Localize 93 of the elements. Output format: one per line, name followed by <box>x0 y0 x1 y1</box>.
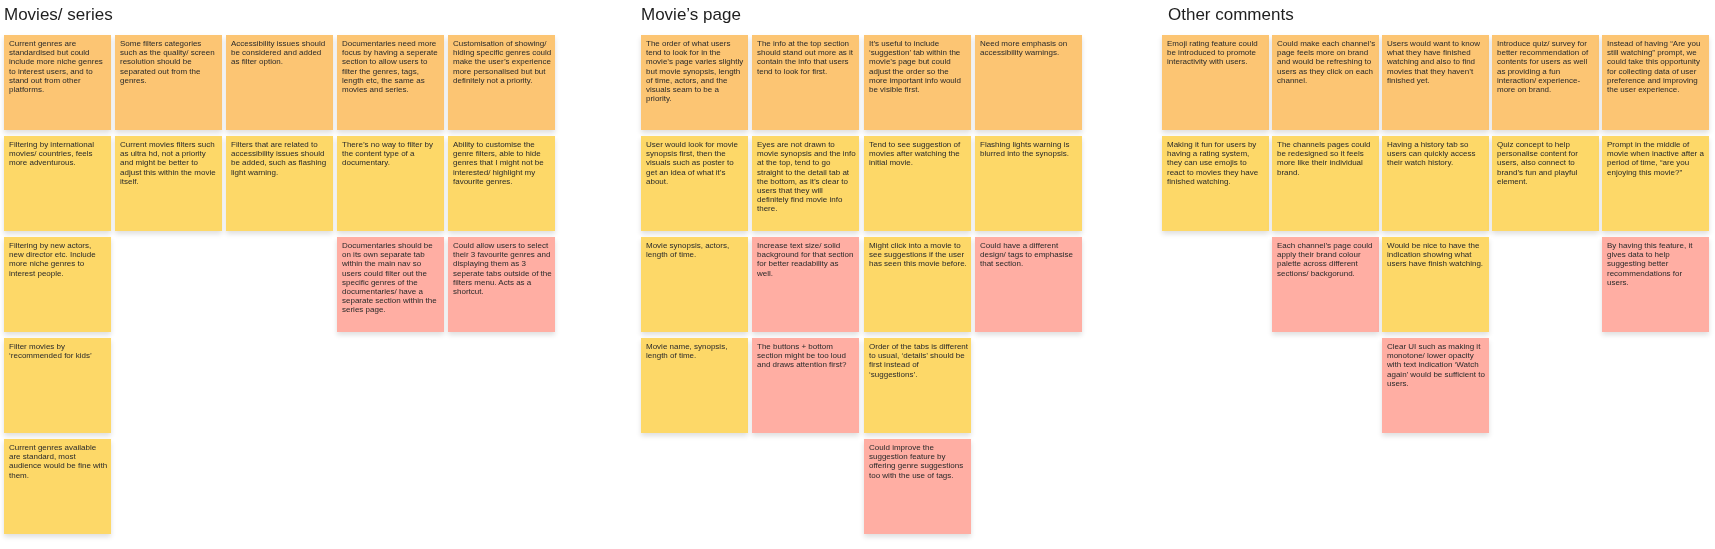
sticky-note <box>1272 35 1379 130</box>
sticky-note <box>1272 237 1379 332</box>
note-text: Documentaries need more focus by having a seperate section to allow users to filter the genres, tags, length etc, the same as movies and series. <box>342 39 439 95</box>
note-text: Quiz concept to help personalise content for users, also connect to brand’s fun and playful element. <box>1497 140 1579 186</box>
note-text: The buttons + bottom section might be too loud and draws attention first? <box>757 342 848 370</box>
note-text: Documentaries should be on its own separate tab within the main nav so users could filter out the specific genres of the documentaries/ have a separate section within the series page. <box>342 241 438 315</box>
sticky-note <box>1382 35 1489 130</box>
section-heading: Other comments <box>1168 5 1294 25</box>
sticky-note <box>4 237 111 332</box>
sticky-note <box>641 338 748 433</box>
note-text: Instead of having “Are you still watching” prompt, we could take this opportunity for collecting data of user preference and improving the user experience. <box>1607 39 1702 95</box>
note-text: Need more emphasis on accessibility warnings. <box>980 39 1069 58</box>
sticky-note <box>448 136 555 231</box>
section-heading: Movies/ series <box>4 5 113 25</box>
sticky-note <box>4 35 111 130</box>
note-text: Customisation of showing/ hiding specific genres could make the user’s experience more personalised but but definitely not a priority. <box>453 39 552 85</box>
note-text: The channels pages could be redesigned so it feels more like their individual brand. <box>1277 140 1372 177</box>
sticky-note <box>1162 35 1269 130</box>
note-text: The order of what users tend to look for in the movie’s page varies slightly but movie synopsis, length of time, actors, and the visuals seam to be a priority. <box>646 39 745 104</box>
note-text: Introduce quiz/ survey for better recommendation of contents for users as well as providing a fun interaction/ experience- more on brand. <box>1497 39 1590 95</box>
note-text: Current genres available are standard, most audience would be fine with them. <box>9 443 108 480</box>
sticky-note <box>448 35 555 130</box>
note-text: There’s no way to filter by the content type of a documentary. <box>342 140 434 168</box>
sticky-note <box>641 136 748 231</box>
sticky-note <box>1602 136 1709 231</box>
note-text: Eyes are not drawn to movie synopsis and the info at the top, tend to go straight to the detail tab at the bottom, as it’s clear to users that they will definitely find movie info there. <box>757 140 856 214</box>
sticky-note <box>1382 338 1489 433</box>
sticky-note <box>864 439 971 534</box>
note-text: Emoji rating feature could be introduced to promote interactivity with users. <box>1167 39 1259 67</box>
sticky-note <box>864 338 971 433</box>
note-text: Ability to customise the genre filters, able to hide genres that I might not be interested/ highlight my favourite genres. <box>453 140 545 186</box>
sticky-note <box>752 237 859 332</box>
sticky-note <box>4 136 111 231</box>
note-text: Order of the tabs is different to usual, ‘details’ should be first instead of ‘suggestions’. <box>869 342 968 379</box>
note-text: Current genres are standardised but could include more niche genres to interest users, and to stand out from other platforms. <box>9 39 104 95</box>
note-text: Would be nice to have the indication showing what users have finish watching. <box>1387 241 1485 269</box>
sticky-note <box>975 237 1082 332</box>
sticky-note <box>4 439 111 534</box>
sticky-note <box>752 35 859 130</box>
note-text: Could have a different design/ tags to emphasise that section. <box>980 241 1074 269</box>
section-heading: Movie’s page <box>641 5 741 25</box>
note-text: Could allow users to select their 3 favourite genres and displaying them as 3 seperate tabs outside of the filters menu. Acts as a shortcut. <box>453 241 552 297</box>
sticky-note <box>864 35 971 130</box>
note-text: The info at the top section should stand out more as it contain the info that users tend to look for first. <box>757 39 855 76</box>
note-text: Movie name, synopsis, length of time. <box>646 342 729 361</box>
note-text: Flashing lights warning is blurred into the synopsis. <box>980 140 1071 159</box>
sticky-note <box>337 237 444 332</box>
note-text: User would look for movie synopsis first, then the visuals such as poster to get an idea of what it’s about. <box>646 140 740 186</box>
sticky-note <box>975 136 1082 231</box>
note-text: By having this feature, it gives data to help suggesting better recommendations for users. <box>1607 241 1694 287</box>
note-text: Having a history tab so users can quickly access their watch history. <box>1387 140 1477 168</box>
sticky-note <box>752 136 859 231</box>
sticky-note <box>975 35 1082 130</box>
note-text: Clear UI such as making it monotone/ lower opacity with text indication ‘Watch again’ would be sufficient to users. <box>1387 342 1486 388</box>
sticky-note <box>864 136 971 231</box>
note-text: Filtering by international movies/ countries, feels more adventurous. <box>9 140 95 168</box>
note-text: Tend to see suggestion of movies after watching the initial movie. <box>869 140 962 168</box>
sticky-note <box>337 136 444 231</box>
sticky-note <box>115 136 222 231</box>
note-text: Could improve the suggestion feature by offering genre suggestions too with the use of tags. <box>869 443 965 480</box>
sticky-note <box>226 35 333 130</box>
sticky-note <box>864 237 971 332</box>
sticky-note <box>1382 237 1489 332</box>
note-text: Users would want to know what they have finished watching and also to find movies that they haven’t finished yet. <box>1387 39 1481 85</box>
note-text: Some filters categories such as the quality/ screen resolution should be separated out from the genres. <box>120 39 216 85</box>
sticky-note <box>337 35 444 130</box>
note-text: Prompt in the middle of movie when inactive after a period of time, “are you enjoying this movie?” <box>1607 140 1705 177</box>
note-text: Increase text size/ solid background for that section for better readability as well. <box>757 241 855 278</box>
note-text: Filtering by new actors, new director etc. Include more niche genres to interest people. <box>9 241 97 278</box>
sticky-note <box>641 237 748 332</box>
note-text: Current movies filters such as ultra hd, not a priority and might be better to adjust this within the movie itself. <box>120 140 217 186</box>
note-text: Accessibility issues should be considered and added as filter option. <box>231 39 327 67</box>
sticky-note <box>752 338 859 433</box>
sticky-note <box>4 338 111 433</box>
sticky-note <box>1602 35 1709 130</box>
note-text: Could make each channel’s page feels more on brand and would be refreshing to users as they click on each channel. <box>1277 39 1376 85</box>
note-text: Filters that are related to accessibility issues should be added, such as flashing light warning. <box>231 140 328 177</box>
sticky-note <box>226 136 333 231</box>
sticky-note <box>448 237 555 332</box>
sticky-note <box>1492 136 1599 231</box>
sticky-note <box>1272 136 1379 231</box>
note-text: Each channel’s page could apply their brand colour palette across different sections/ backgorund. <box>1277 241 1374 278</box>
sticky-note <box>1602 237 1709 332</box>
note-text: Might click into a movie to see suggestions if the user has seen this movie before. <box>869 241 968 269</box>
sticky-note <box>641 35 748 130</box>
note-text: Movie synopsis, actors, length of time. <box>646 241 731 260</box>
note-text: Making it fun for users by having a rating system, they can use emojis to react to movies they have finished watching. <box>1167 140 1260 186</box>
sticky-note <box>115 35 222 130</box>
note-text: Filter movies by ‘recommended for kids’ <box>9 342 93 361</box>
sticky-note <box>1492 35 1599 130</box>
sticky-note <box>1162 136 1269 231</box>
note-text: It’s useful to include ‘suggestion’ tab within the movie’s page but could adjust the order so the more important info would be visible first. <box>869 39 963 95</box>
sticky-note <box>1382 136 1489 231</box>
